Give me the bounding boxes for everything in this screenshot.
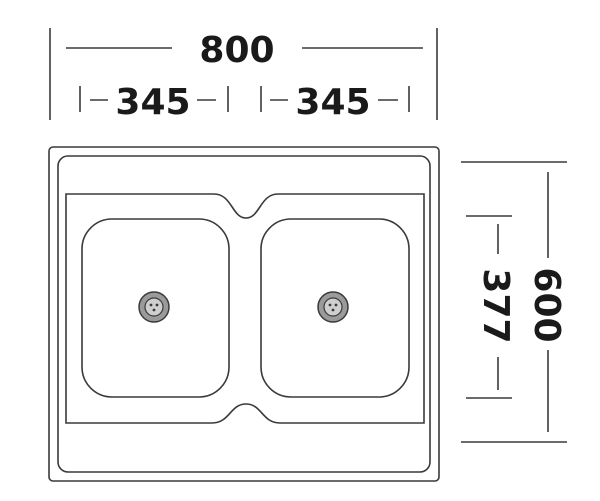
bowl-depth-label: 377 bbox=[475, 268, 516, 343]
bowl-width-right-dimension: 345 bbox=[260, 82, 410, 123]
overall-width-label: 800 bbox=[199, 30, 274, 71]
drain-icon bbox=[138, 291, 170, 323]
bowl-left bbox=[81, 218, 230, 398]
bowl-width-left-dimension: 345 bbox=[79, 82, 229, 123]
sink-body bbox=[48, 146, 440, 482]
bowl-depth-dimension: 377 bbox=[466, 215, 516, 399]
drain-icon bbox=[317, 291, 349, 323]
sink-inner-rim bbox=[57, 155, 431, 473]
bowl-width-right-label: 345 bbox=[295, 82, 370, 123]
overall-width-dimension: 800 bbox=[49, 28, 438, 120]
basin-boundary bbox=[65, 193, 425, 424]
bowl-right bbox=[260, 218, 410, 398]
overall-depth-label: 600 bbox=[526, 267, 567, 342]
overall-depth-dimension: 600 bbox=[461, 161, 567, 443]
bowl-width-left-label: 345 bbox=[115, 82, 190, 123]
sink-outer-frame bbox=[48, 146, 440, 482]
